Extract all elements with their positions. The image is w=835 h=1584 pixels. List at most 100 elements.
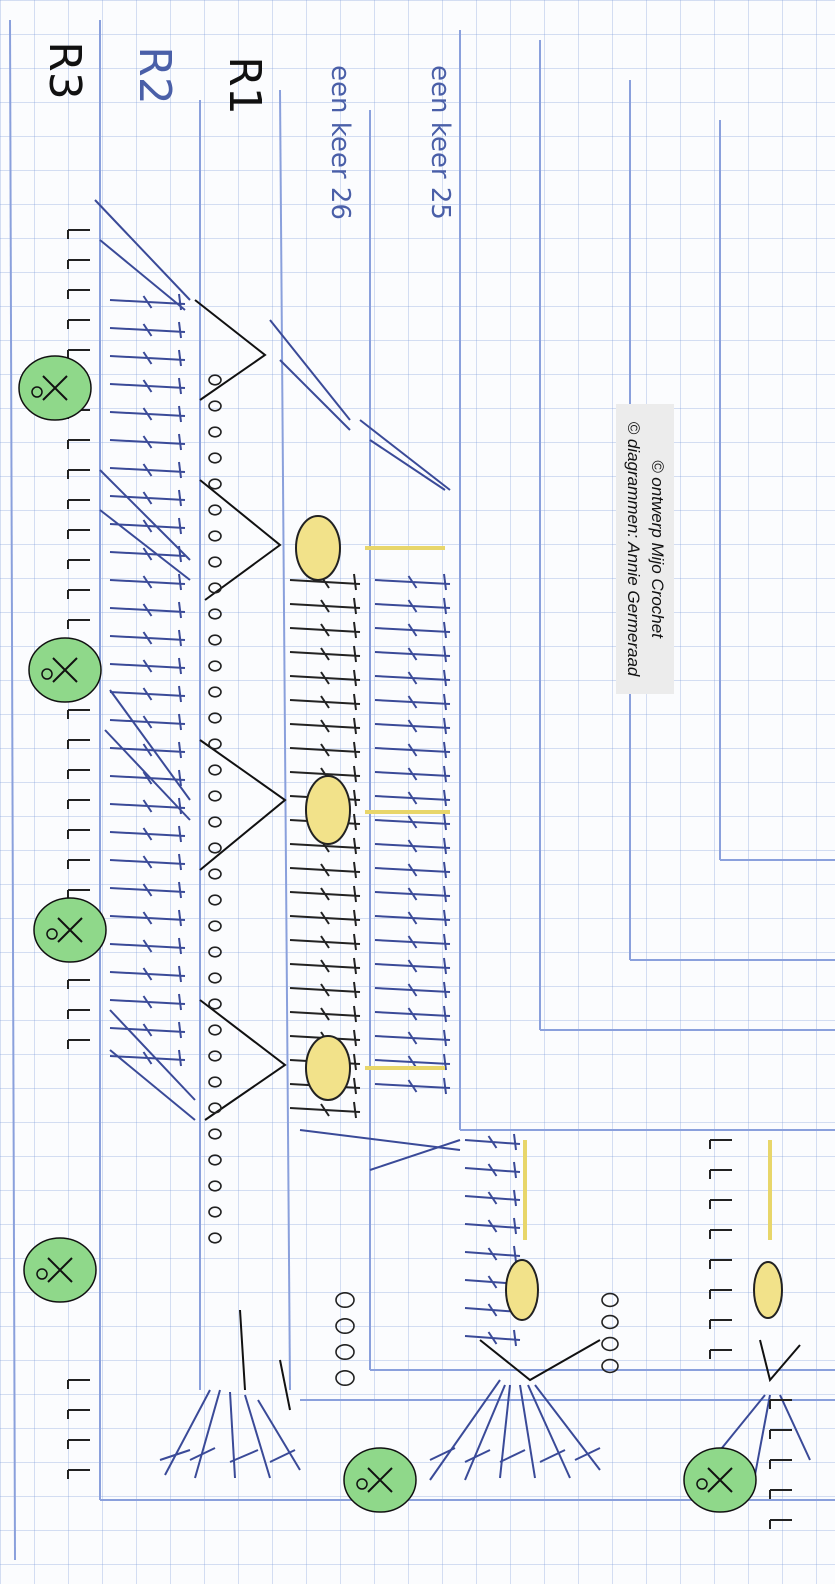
dc-stitch — [109, 853, 186, 871]
dc-stitch — [289, 741, 361, 759]
cluster-oval — [305, 1035, 351, 1101]
repeat-note-word: een — [325, 65, 355, 114]
chain-stitch — [208, 712, 222, 724]
single-crochet-x-icon — [42, 375, 68, 401]
row-label-r3: R3 — [38, 41, 90, 100]
dc-stitch — [289, 645, 361, 663]
hdc-stitch — [67, 1439, 90, 1449]
chain-stitch — [601, 1314, 619, 1330]
chain-stitch — [208, 946, 222, 958]
cluster-ovals — [295, 515, 783, 1321]
hdc-stitch — [709, 1349, 732, 1359]
chain-stitch — [208, 1076, 222, 1088]
cluster-oval — [753, 1261, 783, 1319]
dc-stitch — [109, 293, 186, 311]
dc-stitch — [374, 597, 451, 615]
dc-stitch — [374, 1029, 451, 1047]
cluster-oval — [295, 515, 341, 581]
yellow-dashes — [365, 546, 772, 1240]
dc-stitch — [374, 1005, 451, 1023]
repeat-note-count: 25 — [425, 186, 455, 220]
dc-stitch — [289, 861, 361, 879]
chain-stitch — [208, 1206, 222, 1218]
chain-stitch — [208, 634, 222, 646]
chain-stitch — [208, 608, 222, 620]
dc-stitch — [374, 693, 451, 711]
cluster-oval — [505, 1259, 539, 1321]
chain-stitch — [208, 842, 222, 854]
chain-stitch — [208, 1232, 222, 1244]
dc-stitch — [109, 573, 186, 591]
dc-stitch — [464, 1329, 521, 1347]
increase-diagonals — [94, 199, 461, 1171]
cluster-oval — [305, 775, 351, 845]
chain-stitch — [335, 1370, 355, 1387]
puff-leaves — [18, 355, 757, 1513]
chain-stitch — [335, 1318, 355, 1335]
chain-stitch — [601, 1336, 619, 1352]
chain-stitch — [208, 738, 222, 750]
chain-circle-icon — [31, 386, 43, 398]
chain-circle-icon — [356, 1478, 368, 1490]
dc-stitch — [464, 1189, 521, 1207]
hdc-stitch — [67, 319, 90, 329]
hdc-stitch — [769, 1519, 792, 1529]
dc-stitch — [109, 601, 186, 619]
chain-stitch — [208, 1050, 222, 1062]
chain-stitch — [208, 530, 222, 542]
hdc-stitch — [67, 439, 90, 449]
chain-stitch — [208, 790, 222, 802]
dc-stitch — [289, 597, 361, 615]
dc-stitch — [109, 517, 186, 535]
repeat-note-count: 26 — [325, 186, 355, 220]
row-base-double-crochet — [374, 573, 451, 1095]
dc-stitch — [109, 1021, 186, 1039]
chain-stitch — [208, 894, 222, 906]
hdc-stitch — [769, 1459, 792, 1469]
hdc-stitch — [67, 619, 90, 629]
chain-stitch — [208, 452, 222, 464]
dc-stitch — [109, 993, 186, 1011]
chain-stitch — [208, 556, 222, 568]
row-corner-chains — [335, 1292, 619, 1387]
hdc-stitch — [67, 499, 90, 509]
chain-stitch — [208, 1024, 222, 1036]
hdc-stitch — [67, 1039, 90, 1049]
dc-stitch — [289, 933, 361, 951]
dc-stitch — [289, 885, 361, 903]
dc-stitch — [374, 1077, 451, 1095]
hdc-stitch — [67, 1379, 90, 1389]
hdc-stitch — [769, 1489, 792, 1499]
dc-stitch — [374, 837, 451, 855]
chain-stitch — [208, 426, 222, 438]
chain-stitch — [208, 1154, 222, 1166]
dc-stitch — [374, 765, 451, 783]
chain-stitch — [208, 816, 222, 828]
single-crochet-x-icon — [47, 1257, 73, 1283]
chain-stitch — [208, 972, 222, 984]
chain-stitch — [335, 1344, 355, 1361]
hdc-stitch — [67, 469, 90, 479]
dc-stitch — [109, 909, 186, 927]
dc-stitch — [374, 933, 451, 951]
dc-stitch — [289, 1005, 361, 1023]
dc-stitch — [109, 1049, 186, 1067]
chain-stitch — [335, 1292, 355, 1309]
dc-stitch — [109, 405, 186, 423]
chain-stitch — [601, 1358, 619, 1374]
dc-stitch — [464, 1217, 521, 1235]
hdc-stitch — [709, 1199, 732, 1209]
dc-stitch — [374, 885, 451, 903]
hdc-stitch — [709, 1289, 732, 1299]
shell-lines — [194, 299, 801, 1411]
dc-stitch — [289, 909, 361, 927]
dc-stitch — [289, 957, 361, 975]
dc-stitch — [374, 861, 451, 879]
hdc-stitch — [709, 1139, 732, 1149]
repeat-note-word: keer — [425, 121, 455, 179]
hdc-stitch — [67, 769, 90, 779]
hdc-stitch — [67, 739, 90, 749]
dc-stitch — [464, 1245, 521, 1263]
chain-stitch — [208, 868, 222, 880]
